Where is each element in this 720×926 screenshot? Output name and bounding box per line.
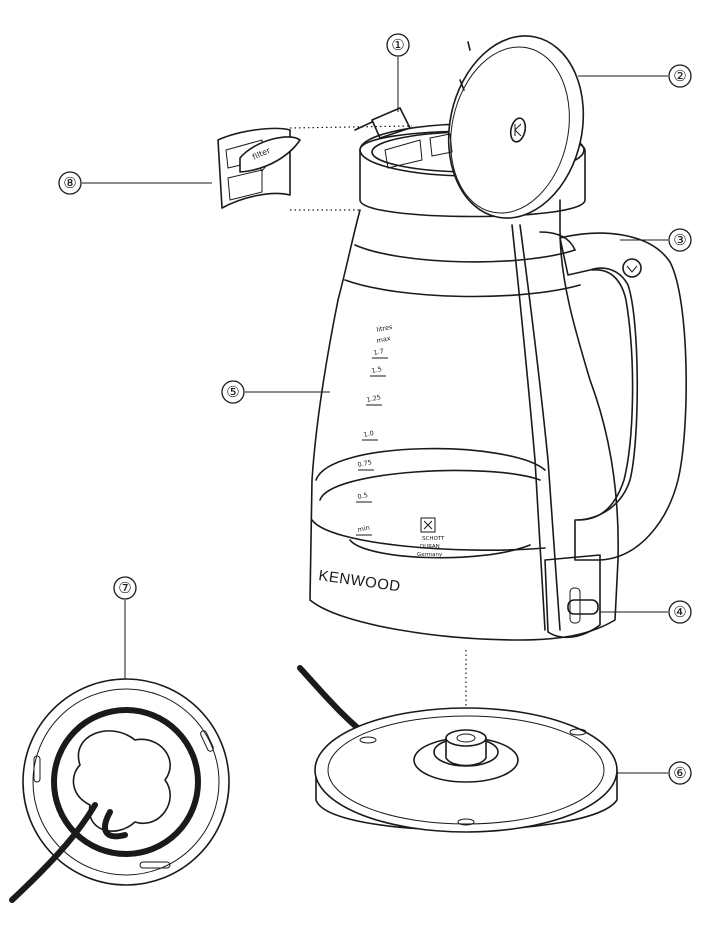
scale-mark: 1.0 (363, 429, 375, 439)
base-inner-ring (319, 469, 541, 501)
lid-logo-icon (509, 117, 527, 143)
brand-label: KENWOOD (317, 567, 401, 595)
callout-6-label: ⑥ (673, 764, 686, 782)
base-switch-housing (544, 554, 601, 639)
callout-8: ⑧ (58, 171, 82, 195)
switch-chevron-icon (626, 265, 638, 273)
inner-mesh-left (384, 139, 423, 169)
lid-hinge (371, 107, 411, 139)
cord-wrap-icon (51, 707, 201, 857)
scale-mark: 1.25 (366, 393, 382, 404)
filter-guide-top (289, 125, 413, 129)
glass-body (309, 199, 619, 641)
callout-2: ② (668, 64, 692, 88)
vent-slot (200, 730, 214, 752)
glass-badge: SCHOTT DURAN Germany (417, 517, 445, 558)
callout-8-label: ⑧ (63, 174, 76, 192)
callout-5: ⑤ (221, 380, 245, 404)
column-back-edge (519, 224, 561, 631)
column-front-edge (511, 224, 546, 631)
vent-slot (139, 861, 171, 869)
handle-inner (577, 269, 634, 521)
callout-4: ④ (668, 600, 692, 624)
leader-lines (82, 57, 668, 774)
collar (359, 130, 586, 218)
base-foot-slot (457, 818, 475, 826)
callout-5-label: ⑤ (226, 383, 239, 401)
lid-inner-rim (450, 46, 570, 214)
lid-edge-detail (459, 41, 471, 91)
underside-ring (32, 688, 220, 876)
switch-slot (569, 587, 581, 624)
scale-mark: 1.7 (373, 347, 385, 357)
base-foot-slot (569, 728, 587, 736)
cord-loop (102, 809, 128, 840)
underside-cord (9, 802, 98, 903)
lower-band (344, 279, 581, 298)
callout-4-label: ④ (673, 603, 686, 621)
callout-2-label: ② (673, 67, 686, 85)
base-foot-slot (359, 736, 377, 744)
scale-mark: 0.5 (357, 491, 369, 501)
power-base (297, 650, 618, 833)
k-logo-icon (514, 123, 522, 137)
kettle-handle (559, 232, 687, 561)
scale-max: max (376, 334, 392, 345)
base-top-ring (327, 715, 605, 825)
base-inner-bottom (349, 539, 531, 559)
callout-3-label: ③ (673, 231, 686, 249)
callout-7-label: ⑦ (118, 579, 131, 597)
scale-mark: 1.5 (371, 365, 383, 375)
scale-mark: 0.75 (357, 458, 373, 469)
inner-mesh-right (429, 133, 453, 157)
callout-1-label: ① (391, 36, 404, 54)
vent-slot (33, 755, 41, 783)
badge-line3: Germany (417, 552, 443, 558)
badge-line2: DURAN (420, 544, 440, 550)
scale-unit: litres (376, 323, 394, 334)
callout-3: ③ (668, 228, 692, 252)
filter-part: filter (217, 125, 413, 211)
filter-arrow-icon (259, 164, 268, 172)
filter-tab (239, 136, 301, 173)
base-underside (9, 678, 230, 903)
connector-top (445, 729, 487, 747)
on-off-switch (567, 599, 599, 615)
base-top-edge (311, 519, 546, 551)
callout-7: ⑦ (113, 576, 137, 600)
water-scale: litres max 1.7 1.5 1.25 1.0 0.75 0.5 min (356, 323, 394, 536)
callouts: ① ② ③ ④ ⑤ ⑥ ⑦ ⑧ (58, 33, 692, 785)
handle-top-join (539, 231, 576, 251)
switch-button-icon (622, 258, 642, 278)
filter-mesh-bottom (227, 169, 263, 201)
connector-pin-icon (456, 733, 476, 743)
callout-1: ① (386, 33, 410, 57)
kettle: litres max 1.7 1.5 1.25 1.0 0.75 0.5 min… (309, 35, 687, 641)
scale-mark: min (357, 524, 371, 534)
lid (447, 35, 585, 219)
callout-6: ⑥ (668, 761, 692, 785)
badge-line1: SCHOTT (422, 536, 445, 542)
hinge-pin (354, 121, 373, 131)
base-inner-top (315, 447, 546, 481)
base-top (314, 707, 618, 833)
upper-band (354, 244, 576, 263)
badge-logo-icon (420, 517, 436, 533)
